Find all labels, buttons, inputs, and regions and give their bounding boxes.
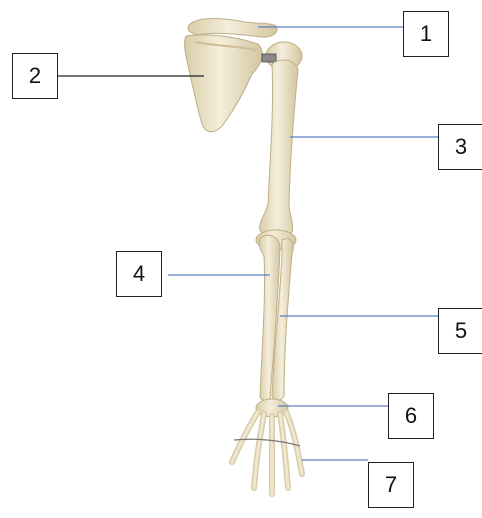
humerus-bone [260,60,298,238]
label-box-7: 7 [368,462,414,508]
label-box-2: 2 [12,53,58,99]
label-number: 2 [29,63,41,89]
label-number: 1 [420,21,432,47]
label-number: 3 [455,134,467,160]
label-box-3: 3 [438,124,482,170]
label-box-4: 4 [116,251,162,297]
label-number: 5 [455,318,467,344]
label-number: 4 [133,261,145,287]
label-number: 7 [385,472,397,498]
hand-bones [232,412,302,494]
clavicle-bone [188,19,277,38]
label-box-6: 6 [388,393,434,439]
label-number: 6 [405,403,417,429]
label-box-1: 1 [403,11,449,57]
label-box-5: 5 [438,308,482,354]
